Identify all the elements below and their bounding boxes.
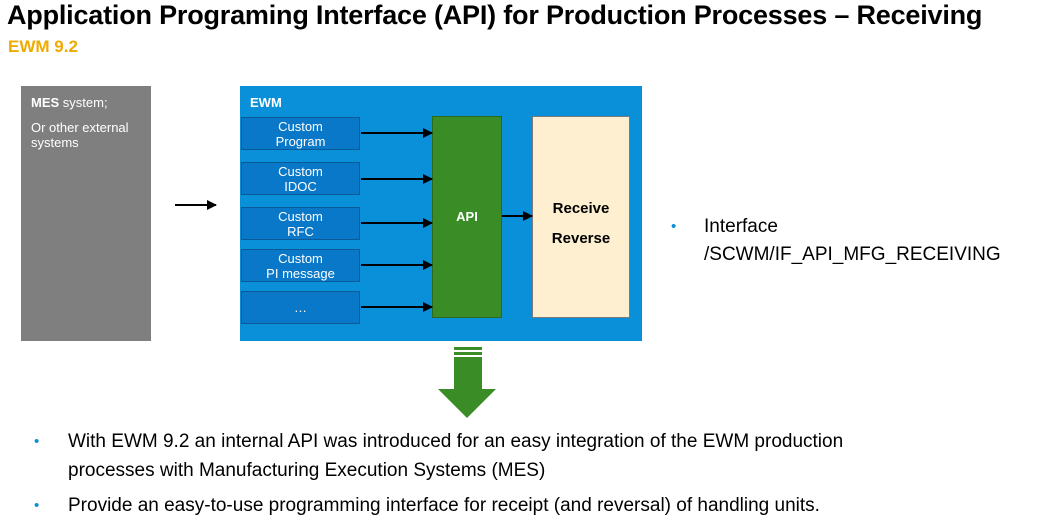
mes-other-systems-label: Or other external systems: [31, 120, 129, 150]
page-subtitle: EWM 9.2: [8, 37, 78, 56]
api-box: API: [432, 116, 502, 318]
ewm-label: EWM: [250, 95, 282, 110]
mes-system-box: MES system; Or other external systems: [21, 86, 151, 341]
bullet-line: Provide an easy-to-use programming inter…: [68, 495, 820, 516]
source-line1: Custom: [278, 163, 323, 179]
bullet-item: • Provide an easy-to-use programming int…: [34, 491, 843, 520]
page-title: Application Programing Interface (API) f…: [7, 0, 983, 30]
bullet-dot-icon: •: [34, 497, 40, 514]
bullet-dot-icon: •: [34, 433, 40, 450]
receive-label: Receive: [552, 200, 610, 217]
source-line2: Program: [275, 133, 326, 149]
bullet-dot-icon: •: [671, 218, 677, 235]
down-arrow-icon: [438, 347, 496, 418]
bullet-line: processes with Manufacturing Execution S…: [68, 460, 546, 481]
receive-reverse-box: Receive Reverse: [532, 116, 630, 318]
custom-pi-message-box: Custom PI message: [241, 249, 360, 282]
bullet-list: • With EWM 9.2 an internal API was intro…: [34, 427, 843, 526]
source-line2: PI message: [266, 265, 335, 281]
source-line2: RFC: [287, 223, 314, 239]
source-line2: IDOC: [284, 178, 317, 194]
bullet-item: • With EWM 9.2 an internal API was intro…: [34, 427, 843, 485]
more-sources-box: …: [241, 291, 360, 324]
interface-note: • Interface /SCWM/IF_API_MFG_RECEIVING: [671, 213, 1001, 269]
source-line1: Custom: [278, 208, 323, 224]
source-line1: Custom: [278, 118, 323, 134]
custom-program-box: Custom Program: [241, 117, 360, 150]
mes-label-rest: system;: [59, 95, 108, 110]
interface-name: /SCWM/IF_API_MFG_RECEIVING: [704, 244, 1001, 265]
mes-label-bold: MES: [31, 95, 60, 110]
source-line1: Custom: [278, 250, 323, 266]
custom-idoc-box: Custom IDOC: [241, 162, 360, 195]
reverse-label: Reverse: [551, 230, 611, 247]
custom-rfc-box: Custom RFC: [241, 207, 360, 240]
interface-label: Interface: [704, 216, 778, 237]
bullet-line: With EWM 9.2 an internal API was introdu…: [68, 431, 844, 452]
source-line1: …: [294, 300, 307, 315]
